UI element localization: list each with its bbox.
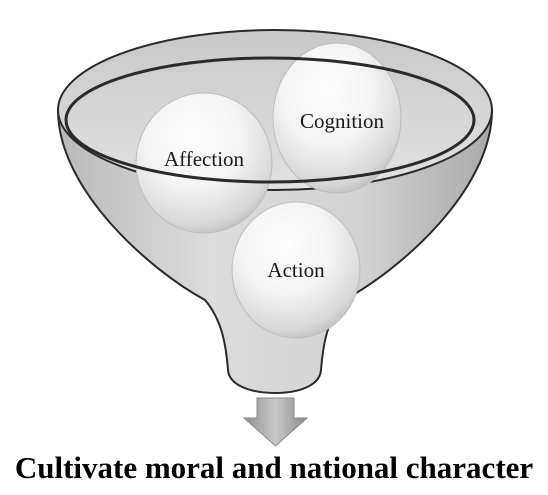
sphere-action: Action	[231, 201, 361, 339]
caption: Cultivate moral and national character	[14, 450, 534, 485]
sphere-label-cognition: Cognition	[300, 109, 385, 133]
sphere-affection: Affection	[135, 92, 273, 234]
funnel-inner-rim	[64, 56, 476, 184]
sphere-label-action: Action	[267, 258, 325, 282]
sphere-label-affection: Affection	[164, 147, 245, 171]
down-arrow-icon	[242, 397, 309, 447]
sphere-cognition: Cognition	[272, 42, 402, 194]
